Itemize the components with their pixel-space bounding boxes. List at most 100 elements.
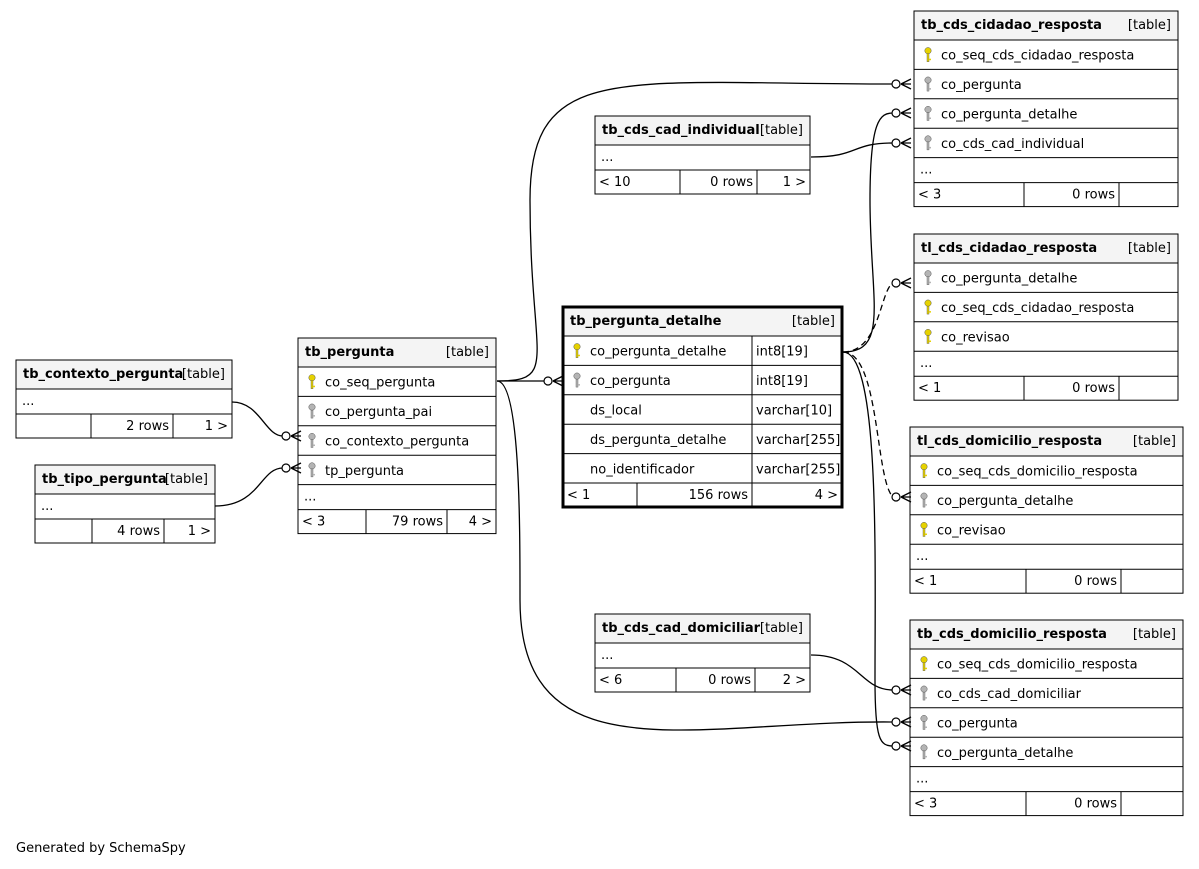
primary-key-icon [924, 299, 932, 315]
row-count: 4 rows [117, 524, 160, 539]
parents-count[interactable]: < 3 [918, 188, 941, 203]
row-count: 0 rows [708, 673, 751, 688]
column-name: co_pergunta [941, 78, 1022, 93]
more-columns-ellipsis: ... [22, 394, 34, 409]
column-name: co_seq_pergunta [325, 376, 435, 391]
children-count[interactable]: 2 > [783, 673, 806, 688]
primary-key-icon [924, 47, 932, 62]
table-kind-label: [table] [792, 314, 835, 329]
row-count: 0 rows [1074, 797, 1117, 812]
table-kind-label: [table] [760, 123, 803, 138]
edge-tipo-to-pergunta [214, 462, 302, 507]
optional-circle [891, 79, 901, 89]
foreign-key-icon [573, 372, 581, 388]
primary-key-icon [920, 522, 928, 537]
edge-pergunta-to-cidadao-resposta [496, 78, 912, 382]
crows-foot-marker [900, 491, 912, 503]
table-tb-pergunta-detalhe[interactable]: tb_pergunta_detalhe[table]co_pergunta_de… [561, 305, 844, 509]
parents-count[interactable]: < 1 [918, 381, 941, 396]
row-count: 0 rows [1074, 574, 1117, 589]
column-name: co_seq_cds_domicilio_resposta [937, 658, 1138, 673]
foreign-key-icon [308, 462, 316, 478]
column-name: tp_pergunta [325, 464, 404, 479]
more-columns-ellipsis: ... [601, 648, 613, 663]
edge-contexto-to-pergunta [231, 401, 302, 442]
parents-count[interactable]: < 1 [914, 574, 937, 589]
children-count[interactable]: 1 > [783, 175, 806, 190]
table-kind-label: [table] [1133, 627, 1176, 642]
parents-count[interactable]: < 6 [599, 673, 622, 688]
table-tl-cds-cidadao-resposta[interactable]: tl_cds_cidadao_resposta[table]co_pergunt… [913, 233, 1179, 401]
more-columns-ellipsis: ... [920, 356, 932, 371]
table-name: tb_cds_cad_individual [602, 123, 760, 138]
column-name: co_seq_cds_domicilio_resposta [937, 465, 1138, 480]
edge-pergunta-detalhe-to-tl-domicilio-resposta [842, 351, 912, 503]
crows-foot-marker [900, 277, 912, 289]
column-name: co_seq_cds_cidadao_resposta [941, 49, 1134, 64]
more-columns-ellipsis: ... [916, 772, 928, 787]
crows-foot-marker [900, 107, 912, 119]
table-tb-cds-cidadao-resposta[interactable]: tb_cds_cidadao_resposta[table]co_seq_cds… [913, 10, 1179, 208]
crows-foot-marker [290, 462, 302, 474]
foreign-key-icon [924, 270, 932, 285]
children-count[interactable]: 4 > [815, 488, 838, 503]
more-columns-ellipsis: ... [916, 549, 928, 564]
optional-circle [891, 685, 901, 695]
crows-foot-marker [900, 684, 912, 696]
foreign-key-icon [924, 106, 932, 121]
edge-pergunta-detalhe-to-cidadao-resposta [842, 107, 912, 353]
tables-layer: tb_cds_cidadao_resposta [table] co_seq_cds… [15, 10, 1184, 817]
more-columns-ellipsis: ... [304, 490, 316, 505]
optional-circle [891, 108, 901, 118]
foreign-key-icon [308, 433, 316, 448]
foreign-key-icon [920, 685, 928, 701]
children-count[interactable]: 1 > [188, 524, 211, 539]
column-name: co_pergunta [590, 374, 671, 389]
generated-by-label: Generated by SchemaSpy [16, 841, 186, 856]
column-name: co_pergunta_detalhe [590, 345, 726, 360]
more-columns-ellipsis: ... [41, 499, 53, 514]
foreign-key-icon [924, 135, 932, 151]
table-tl-cds-domicilio-resposta[interactable]: tl_cds_domicilio_resposta[table]co_seq_c… [909, 426, 1184, 594]
crows-foot-marker [900, 78, 912, 90]
column-name: ds_pergunta_detalhe [590, 433, 726, 448]
parents-count[interactable]: < 3 [302, 515, 325, 530]
edge-cad-individual-to-cidadao-resposta [810, 137, 912, 158]
optional-circle [891, 492, 901, 502]
primary-key-icon [308, 374, 316, 389]
table-tb-cds-domicilio-resposta[interactable]: tb_cds_domicilio_resposta[table]co_seq_c… [909, 619, 1184, 817]
children-count[interactable]: 1 > [205, 419, 228, 434]
optional-circle [891, 138, 901, 148]
column-type: varchar[255] [756, 433, 840, 448]
edge-pergunta-detalhe-to-tl-cidadao-resposta [842, 277, 912, 353]
column-name: co_pergunta [937, 717, 1018, 732]
column-type: varchar[10] [756, 404, 832, 419]
column-name: co_revisao [941, 331, 1010, 346]
parents-count[interactable]: < 1 [567, 488, 590, 503]
crows-foot-marker [900, 740, 912, 752]
parents-count[interactable]: < 3 [914, 797, 937, 812]
row-count: 79 rows [392, 515, 443, 530]
row-count: 156 rows [689, 488, 749, 503]
edge-pergunta-detalhe-to-domicilio-resposta [842, 351, 912, 752]
optional-circle [543, 376, 553, 386]
foreign-key-icon [920, 715, 928, 730]
table-tb-pergunta[interactable]: tb_pergunta[table]co_seq_perguntaco_perg… [297, 337, 497, 535]
table-name: tb_contexto_pergunta [23, 367, 183, 382]
more-columns-ellipsis: ... [920, 163, 932, 178]
table-kind-label: [table] [1128, 241, 1171, 256]
column-name: co_cds_cad_domiciliar [937, 687, 1082, 702]
primary-key-icon [920, 463, 928, 478]
table-name: tb_cds_cidadao_resposta [921, 18, 1102, 33]
parents-count[interactable]: < 10 [599, 175, 631, 190]
primary-key-icon [924, 329, 932, 344]
edge-pergunta-to-pergunta-detalhe [497, 375, 564, 387]
table-kind-label: [table] [446, 345, 489, 360]
children-count[interactable]: 4 > [469, 515, 492, 530]
column-name: co_pergunta_detalhe [937, 746, 1073, 761]
